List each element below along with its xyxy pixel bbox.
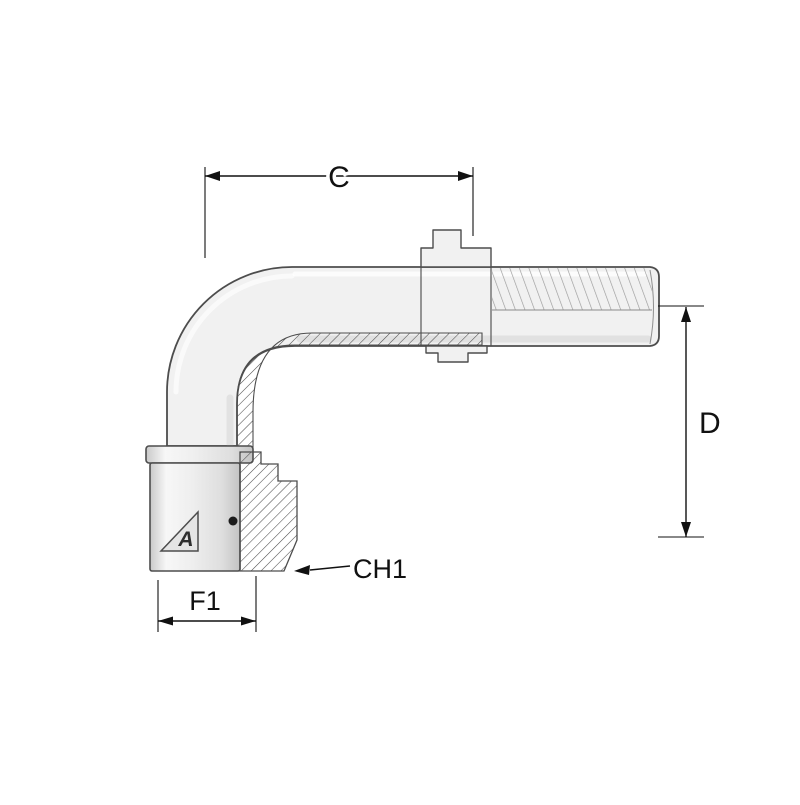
- ch1-label: CH1: [353, 554, 407, 584]
- bend-highlight: [173, 273, 295, 395]
- dim-f1-label: F1: [189, 586, 221, 616]
- dimension-f1: F1: [157, 576, 257, 632]
- brand-logo-letter: A: [177, 528, 193, 551]
- nut-section-hatch: [239, 451, 298, 572]
- ch1-arrow: [294, 565, 310, 575]
- tube-section-hatch: [236, 332, 483, 450]
- dim-c-label: C: [328, 161, 350, 194]
- o-ring: [228, 516, 238, 526]
- dim-f1-arrow-left: [158, 616, 173, 626]
- dim-d-label: D: [699, 407, 721, 440]
- elbow-fitting: A: [145, 229, 660, 572]
- hose-tail-end-edge: [649, 269, 654, 345]
- ch1-leader-line: [309, 565, 351, 571]
- brand-logo-triangle: [159, 510, 199, 552]
- dim-c-arrow-left: [205, 171, 220, 181]
- dim-f1-arrow-right: [241, 616, 256, 626]
- swage-collar-bottom: [425, 345, 488, 363]
- swage-collar-top: [420, 229, 492, 268]
- brand-logo: A: [159, 510, 199, 552]
- dimension-c: C: [204, 158, 474, 258]
- callout-ch1: CH1: [294, 551, 410, 587]
- dim-d-arrow-top: [681, 307, 691, 322]
- dim-c-arrow-right: [458, 171, 473, 181]
- dimension-d: D: [658, 305, 724, 538]
- nut-flange: [145, 445, 254, 464]
- hose-tail-serrations: [492, 268, 652, 310]
- dim-d-arrow-bottom: [681, 522, 691, 537]
